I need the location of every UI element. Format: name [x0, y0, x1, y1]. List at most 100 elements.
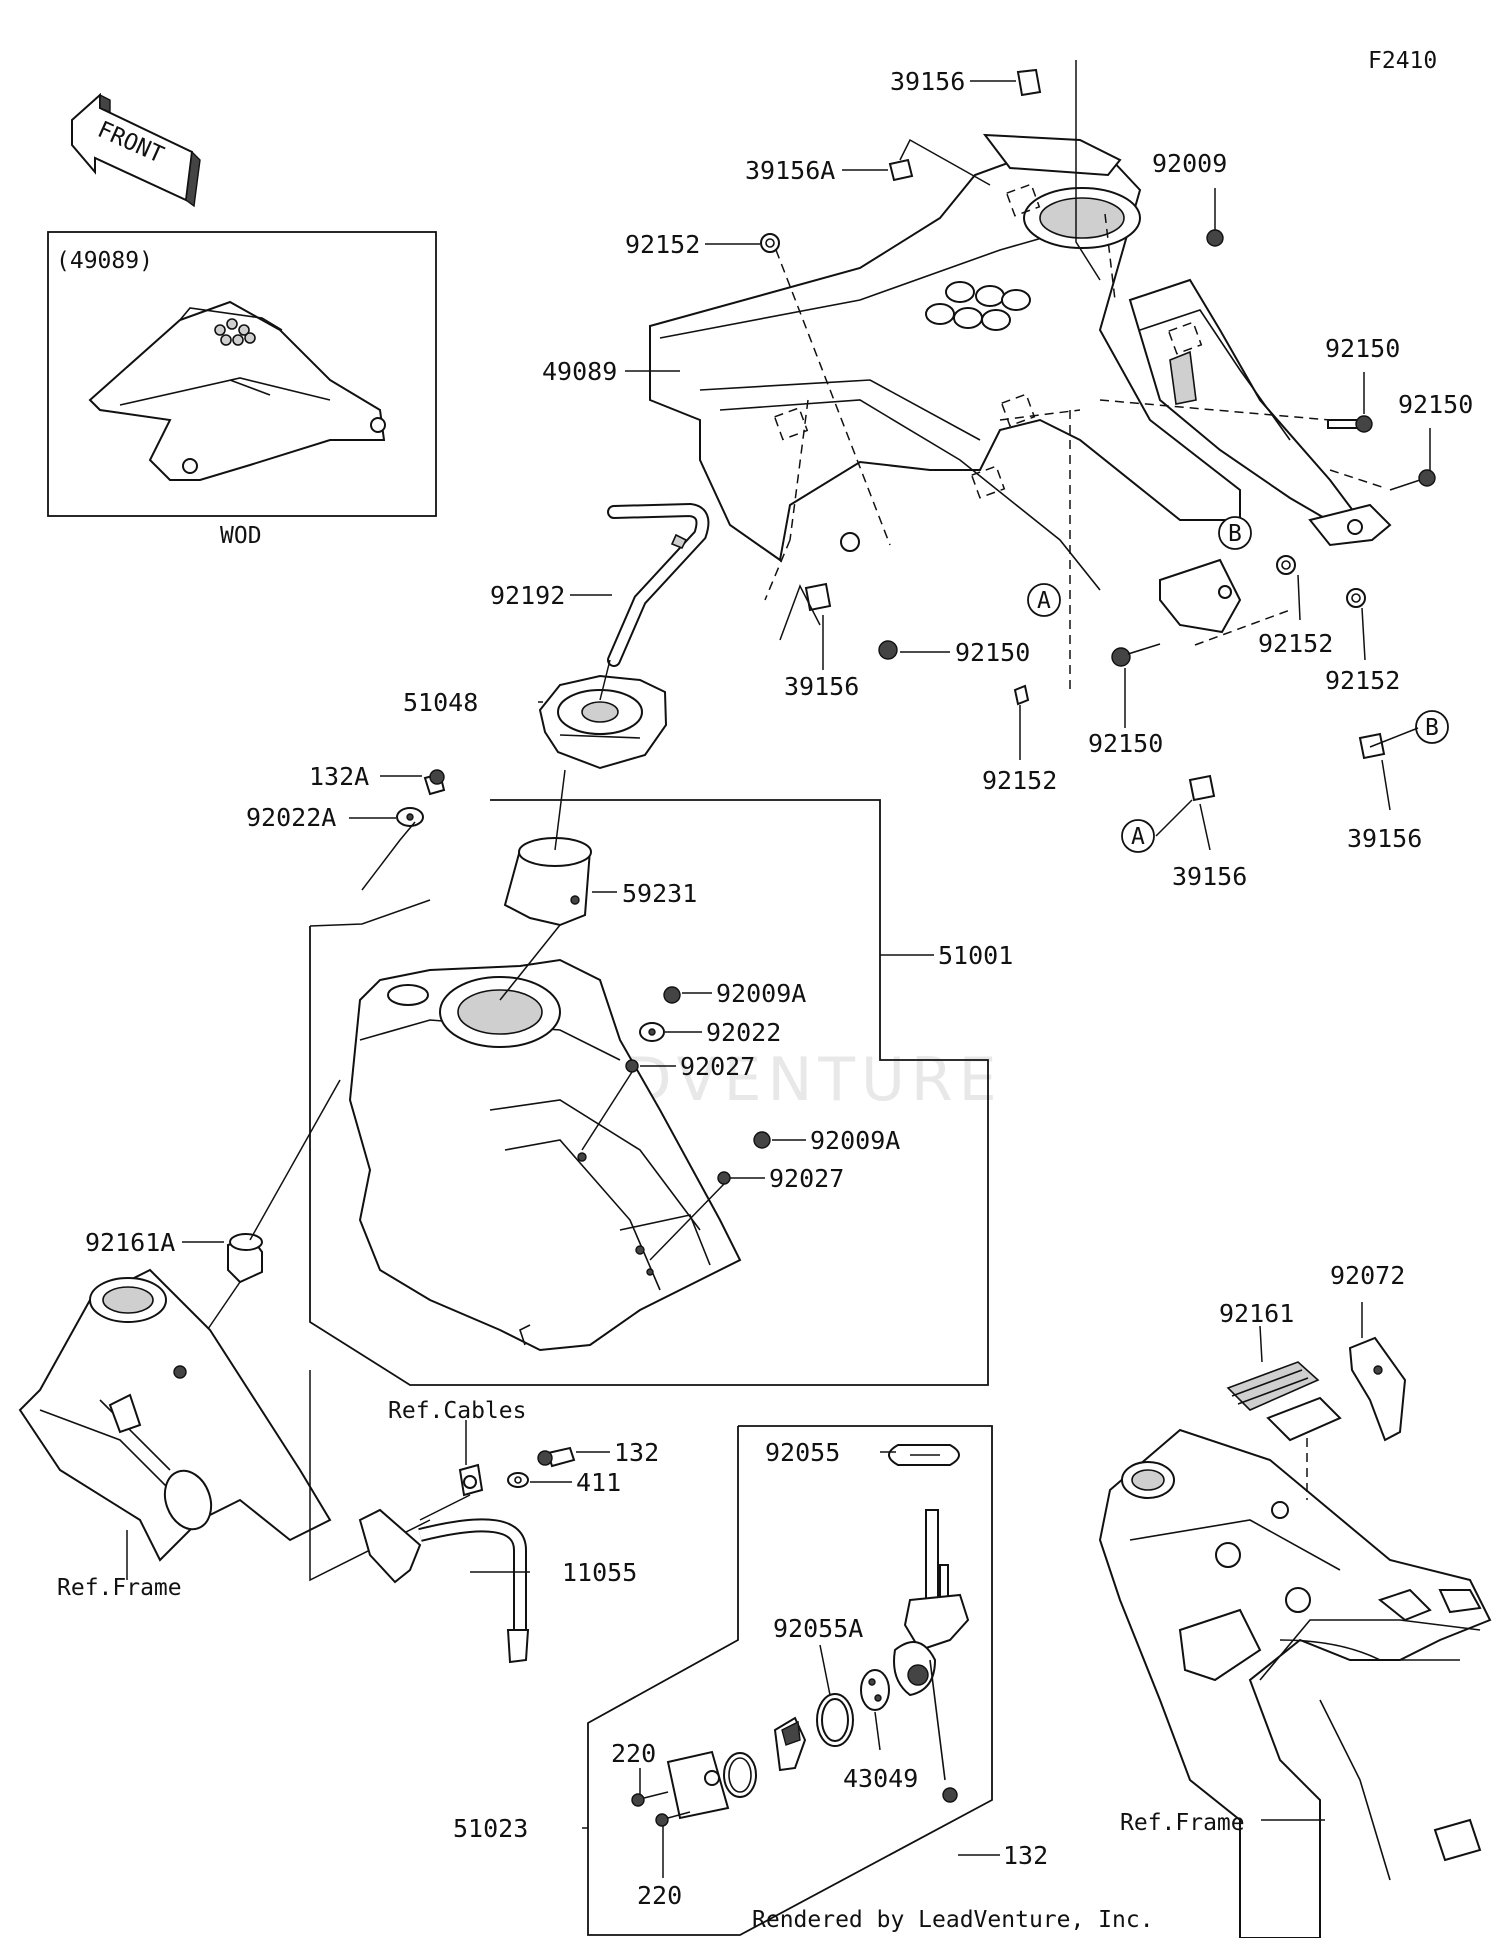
label-39156-top: 39156 — [890, 67, 965, 96]
tank-group-frame — [309, 799, 989, 1386]
part-92055-icon — [888, 1444, 960, 1466]
part-92009A-2-icon — [753, 1131, 771, 1149]
part-92150-low-icon — [1111, 643, 1161, 667]
label-92022: 92022 — [706, 1018, 781, 1047]
label-39156-b: 39156 — [1347, 824, 1422, 853]
label-92150-r2: 92150 — [1398, 390, 1473, 419]
label-39156A: 39156A — [745, 156, 835, 185]
o-ring-icon — [723, 1752, 757, 1798]
part-92022-icon — [639, 1022, 665, 1042]
label-ref-frame-right: Ref.Frame — [1120, 1810, 1245, 1836]
figure-code: F2410 — [1368, 48, 1437, 74]
label-39156-a: 39156 — [1172, 862, 1247, 891]
svg-text:B: B — [1228, 521, 1242, 547]
label-59231: 59231 — [622, 879, 697, 908]
label-51048: 51048 — [403, 688, 478, 717]
cable-clip-icon — [458, 1463, 484, 1497]
label-92009A-1: 92009A — [716, 979, 806, 1008]
inset-box: (49089) WOD — [47, 231, 437, 549]
label-92027-2: 92027 — [769, 1164, 844, 1193]
part-92150-r1-icon — [1327, 415, 1373, 433]
label-ref-cables: Ref.Cables — [388, 1398, 526, 1424]
part-220-bot-icon — [655, 1811, 691, 1827]
part-92152-low-icon — [1013, 684, 1030, 706]
part-92055A-icon — [816, 1693, 854, 1747]
assembly-lines-upper — [764, 183, 1386, 695]
lever-icon — [773, 1716, 807, 1772]
svg-text:B: B — [1425, 715, 1439, 741]
label-92192: 92192 — [490, 581, 565, 610]
frame-right-icon — [1098, 1428, 1492, 1938]
label-92055: 92055 — [765, 1438, 840, 1467]
part-92161A-icon — [227, 1233, 263, 1284]
label-411: 411 — [576, 1468, 621, 1497]
svg-text:A: A — [1131, 824, 1145, 850]
part-92009A-1-icon — [663, 986, 681, 1004]
inset-label: (49089) — [56, 248, 153, 274]
label-220-bot: 220 — [637, 1881, 682, 1910]
label-92152-low: 92152 — [982, 766, 1057, 795]
part-39156-a-icon — [1188, 774, 1216, 802]
part-39156A-icon — [888, 138, 991, 186]
ref-mark-b-lower: B — [1415, 710, 1449, 744]
label-92150-r1: 92150 — [1325, 334, 1400, 363]
part-43049-icon — [860, 1669, 890, 1711]
inset-caption: WOD — [220, 523, 262, 549]
label-132A: 132A — [309, 762, 369, 791]
label-92009A-2: 92009A — [810, 1126, 900, 1155]
label-92152-r1: 92152 — [1258, 629, 1333, 658]
label-92152-top: 92152 — [625, 230, 700, 259]
part-132A-icon — [423, 769, 446, 796]
footer-credit: Rendered by LeadVenture, Inc. — [752, 1907, 1154, 1933]
part-132-top-icon — [537, 1446, 576, 1468]
ref-mark-a-lower: A — [1121, 819, 1155, 853]
label-92027-1: 92027 — [680, 1052, 755, 1081]
label-92150-mid: 92150 — [955, 638, 1030, 667]
svg-text:A: A — [1037, 588, 1051, 614]
fuel-cock-body-icon — [893, 1509, 970, 1803]
label-92161: 92161 — [1219, 1299, 1294, 1328]
part-92022A-icon — [396, 807, 424, 827]
part-39156-top-icon — [1016, 68, 1042, 97]
part-92009-icon — [1206, 229, 1224, 247]
label-11055: 11055 — [562, 1558, 637, 1587]
frame-left-icon — [18, 1268, 332, 1562]
part-39156-mid-icon — [779, 582, 832, 641]
label-92152-r2: 92152 — [1325, 666, 1400, 695]
label-51001: 51001 — [938, 941, 1013, 970]
part-92027-2-icon — [717, 1171, 731, 1185]
label-ref-frame-left: Ref.Frame — [57, 1575, 182, 1601]
front-arrow-icon: FRONT — [71, 92, 201, 208]
label-132-top: 132 — [614, 1438, 659, 1467]
ref-mark-a-upper: A — [1027, 583, 1061, 617]
part-92192-hose-icon — [607, 502, 710, 667]
label-51023: 51023 — [453, 1814, 528, 1843]
leader-lines — [126, 60, 1431, 1878]
part-92161-icon — [1226, 1361, 1342, 1442]
part-92027-1-icon — [625, 1059, 639, 1073]
label-92022A: 92022A — [246, 803, 336, 832]
part-92152-top-icon — [760, 233, 780, 253]
label-49089: 49089 — [542, 357, 617, 386]
fuel-tank-icon — [348, 958, 742, 1352]
label-220-top: 220 — [611, 1739, 656, 1768]
part-92152-r1-icon — [1276, 555, 1296, 575]
label-43049: 43049 — [843, 1764, 918, 1793]
part-92150-r2-icon — [1389, 469, 1436, 491]
label-132-bot: 132 — [1003, 1841, 1048, 1870]
label-92161A: 92161A — [85, 1228, 175, 1257]
part-59231-strainer-icon — [503, 837, 592, 927]
ref-mark-b-upper: B — [1218, 516, 1252, 550]
part-51048-cap-icon — [538, 674, 668, 770]
part-11055-bracket-icon — [358, 1508, 530, 1664]
part-92150-mid-icon — [878, 640, 898, 660]
label-39156-mid: 39156 — [784, 672, 859, 701]
plate-icon — [666, 1750, 730, 1820]
shroud-49089 — [649, 133, 1392, 634]
label-92150-low: 92150 — [1088, 729, 1163, 758]
label-92072: 92072 — [1330, 1261, 1405, 1290]
part-220-top-icon — [631, 1791, 669, 1807]
fuel-cock-group-frame — [587, 1425, 993, 1936]
label-92009: 92009 — [1152, 149, 1227, 178]
part-92152-r2-icon — [1346, 588, 1366, 608]
